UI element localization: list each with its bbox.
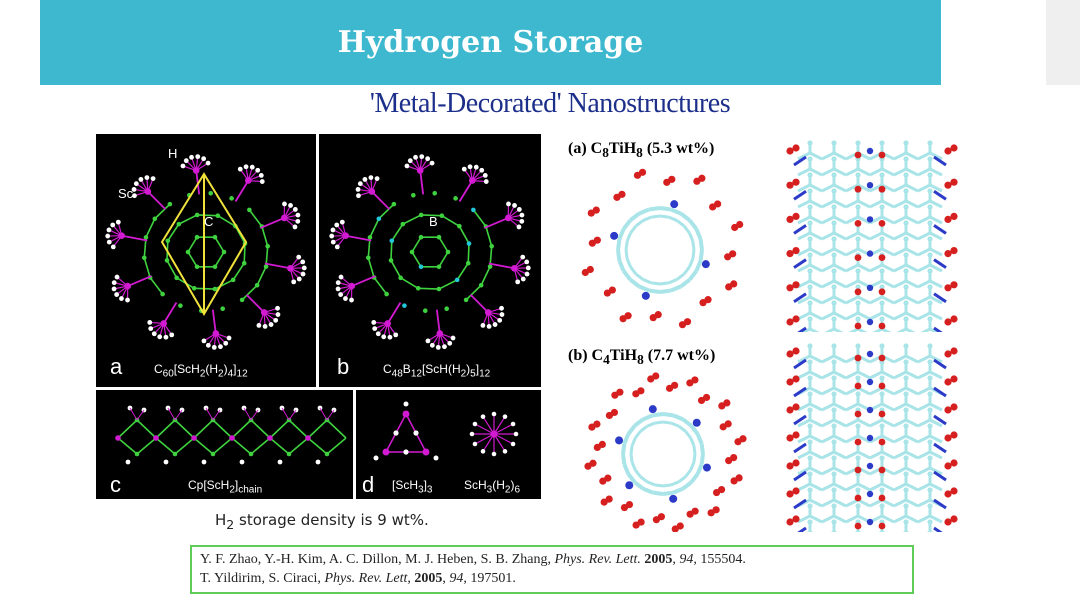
atom-label-sc: Sc — [118, 186, 134, 201]
panel-d-clusters — [373, 401, 519, 461]
atom-label-b: B — [429, 214, 438, 229]
nanotube-b-top-view — [584, 372, 747, 532]
slide-subtitle: 'Metal-Decorated' Nanostructures — [369, 88, 731, 119]
panel-c: c Cp[ScH2]chain — [96, 390, 353, 499]
title-banner: Hydrogen Storage — [40, 0, 941, 85]
atom-label-c: C — [204, 214, 214, 229]
panel-d-formula-right: ScH3(H2)6 — [464, 478, 521, 496]
reference-2: T. Yildirim, S. Ciraci, Phys. Rev. Lett,… — [200, 571, 516, 586]
slide-title: Hydrogen Storage — [337, 25, 644, 60]
panel-c-letter: c — [110, 472, 121, 497]
reference-1: Y. F. Zhao, Y.-H. Kim, A. C. Dillon, M. … — [200, 552, 746, 567]
atom-label-h: H — [168, 146, 178, 161]
panel-a-formula: C60[ScH2(H2)4]12 — [154, 362, 248, 380]
panel-d-letter: d — [362, 472, 375, 497]
figure-label-a: (a) C8TiH8 (5.3 wt%) — [568, 140, 715, 161]
panel-c-formula: Cp[ScH2]chain — [188, 478, 263, 496]
panel-c-chain — [115, 405, 347, 465]
nanotube-a-side-view — [786, 140, 958, 332]
figure-label-b: (b) C4TiH8 (7.7 wt%) — [568, 347, 716, 368]
panel-a: H Sc C a C60[ScH2(H2)4]12 — [96, 134, 316, 387]
nanotube-a-top-view — [581, 168, 744, 329]
panel-b-molecule — [329, 154, 531, 350]
panel-d-formula-left: [ScH3]3 — [392, 478, 433, 496]
reference-box: Y. F. Zhao, Y.-H. Kim, A. C. Dillon, M. … — [190, 545, 914, 594]
nanotube-b-side-view — [786, 343, 958, 532]
panel-a-molecule — [105, 154, 307, 350]
panel-b-formula: C48B12[ScH(H2)5]12 — [383, 362, 491, 380]
side-panel-tab — [1046, 0, 1080, 85]
panel-a-letter: a — [110, 354, 123, 379]
panel-b: B b C48B12[ScH(H2)5]12 — [319, 134, 541, 387]
panel-d: d [ScH3]3 ScH3(H2)6 — [356, 390, 541, 499]
storage-density-caption: H2 storage density is 9 wt%. — [215, 511, 429, 532]
panel-b-letter: b — [337, 354, 350, 379]
